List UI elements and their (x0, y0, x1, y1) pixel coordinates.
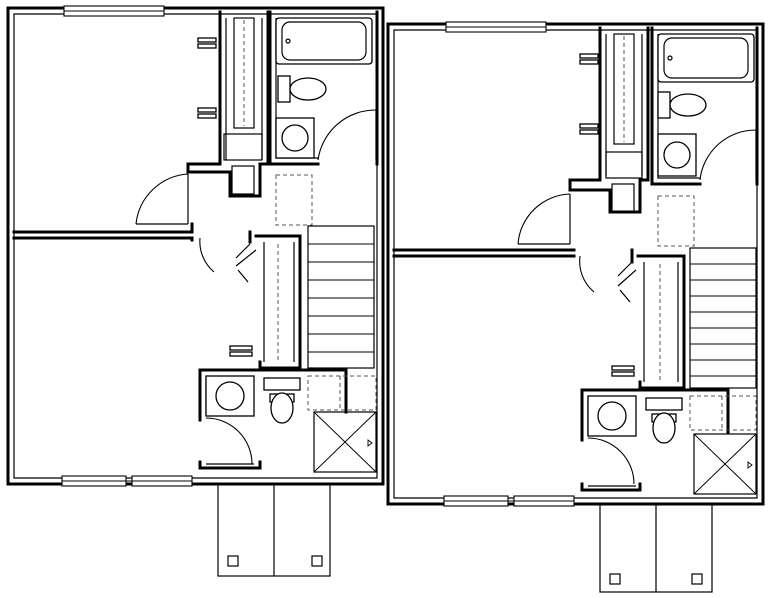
door-swing-icon (205, 417, 253, 465)
interior-wall (580, 388, 730, 492)
interior-wall (650, 26, 759, 186)
interior-wall (12, 230, 194, 240)
interior-wall (568, 26, 650, 214)
sink-icon (263, 377, 301, 391)
door-swing-icon (317, 109, 377, 161)
shower-icon (693, 433, 757, 495)
door-swing-icon (135, 173, 189, 225)
washer-icon (657, 133, 697, 177)
bathtub-icon (657, 33, 755, 83)
laundry-dashed (307, 375, 377, 411)
unit-left (6, 5, 385, 577)
exterior-wall (6, 6, 385, 486)
interior-wall (198, 368, 348, 470)
unit-right (386, 21, 765, 593)
door-swing-icon (699, 129, 757, 181)
door-swing-icon (579, 255, 595, 293)
toilet-icon (651, 412, 677, 444)
porch (599, 503, 713, 593)
stair-icon (307, 225, 375, 369)
washer-icon (205, 375, 255, 417)
door-swing-icon (199, 237, 215, 273)
attic-hatch (657, 195, 695, 247)
exterior-wall (386, 22, 765, 506)
door-swing-icon (587, 437, 635, 485)
interior-wall (248, 230, 302, 370)
door-swing-icon (517, 193, 571, 245)
exterior-wall-inner (13, 13, 378, 479)
toilet-icon (269, 392, 295, 424)
bathtub-icon (275, 17, 373, 65)
toilet-icon (277, 75, 327, 103)
interior-wall (268, 10, 379, 166)
shower-icon (313, 411, 377, 473)
attic-hatch (275, 174, 313, 226)
stair-icon (689, 247, 757, 389)
toilet-icon (657, 91, 707, 119)
washer-icon (275, 117, 315, 159)
porch (217, 483, 331, 577)
sink-icon (645, 397, 683, 411)
exterior-wall-inner (393, 29, 758, 499)
interior-wall (392, 248, 576, 258)
interior-wall (630, 248, 686, 390)
interior-wall (186, 10, 270, 198)
closet (223, 133, 263, 161)
closet-shelf (233, 17, 255, 129)
washer-icon (587, 395, 637, 437)
